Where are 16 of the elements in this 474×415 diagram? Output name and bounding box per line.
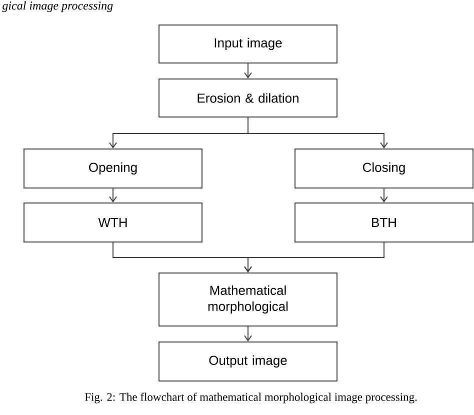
arrow bbox=[380, 188, 388, 202]
process-box: Erosion & dilation bbox=[158, 78, 338, 118]
process-box: Opening bbox=[24, 148, 202, 188]
process-box: BTH bbox=[294, 202, 474, 242]
heading-fragment: gical image processing bbox=[2, 1, 113, 12]
arrow bbox=[244, 63, 252, 78]
arrow bbox=[248, 117, 388, 148]
process-box: Input image bbox=[158, 24, 338, 64]
process-box: Closing bbox=[294, 148, 474, 188]
arrow bbox=[244, 326, 252, 342]
arrow bbox=[109, 188, 117, 202]
caption: Fig. 2: The flowchart of mathematical morphological image processing. bbox=[84, 392, 417, 404]
arrow bbox=[244, 242, 384, 272]
process-box: Output image bbox=[158, 341, 338, 382]
process-box: Mathematical morphological bbox=[158, 272, 338, 326]
process-box: WTH bbox=[24, 202, 202, 242]
